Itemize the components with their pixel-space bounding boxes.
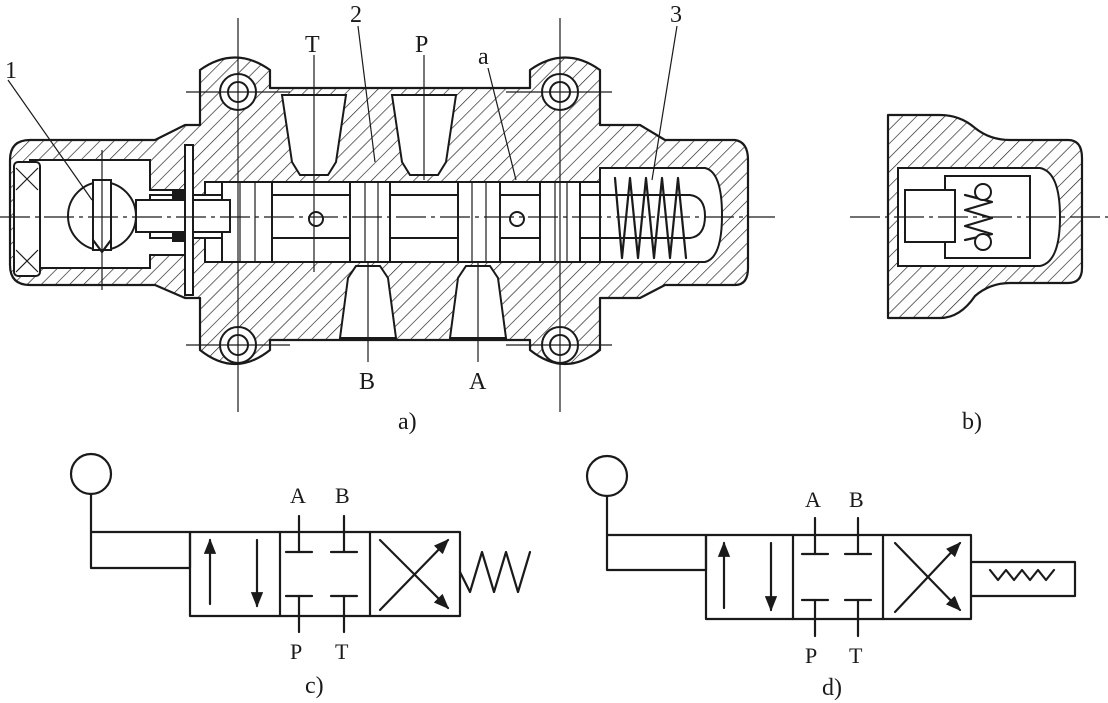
port-c-p: P xyxy=(290,639,302,664)
callout-2: 2 xyxy=(350,2,362,28)
callout-3: 3 xyxy=(670,2,682,28)
port-label-p: P xyxy=(415,32,428,58)
caption-b: b) xyxy=(962,409,982,435)
port-label-a: A xyxy=(469,369,487,395)
port-d-p: P xyxy=(805,643,817,668)
port-d-t: T xyxy=(849,643,863,668)
lever-knob-icon xyxy=(585,454,629,498)
port-label-t: T xyxy=(305,32,320,58)
figure-b-detent-detail: b) xyxy=(850,113,1108,435)
port-c-a: A xyxy=(290,483,306,508)
caption-c: c) xyxy=(305,673,324,699)
port-d-a: A xyxy=(805,487,821,512)
figure-d-symbol-detent: A B P T d) xyxy=(585,454,1077,701)
port-label-b: B xyxy=(359,369,375,395)
port-d-b: B xyxy=(849,487,864,512)
detent-icon xyxy=(969,560,1077,598)
caption-d: d) xyxy=(822,675,842,701)
lever-knob-icon xyxy=(69,452,113,496)
caption-a: a) xyxy=(398,409,417,435)
port-c-t: T xyxy=(335,639,349,664)
figure-a-section: 1 2 3 a T P B A a) xyxy=(0,2,775,435)
callout-a: a xyxy=(478,44,489,70)
callout-1: 1 xyxy=(5,58,17,84)
spring-icon xyxy=(458,550,532,594)
port-c-b: B xyxy=(335,483,350,508)
figure-c-symbol-spring: A B P T c) xyxy=(69,452,532,699)
